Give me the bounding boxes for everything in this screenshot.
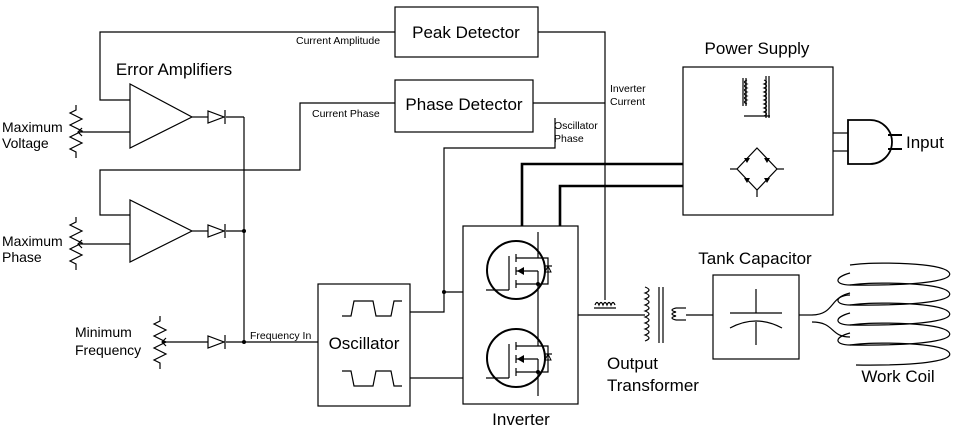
oscillator-label: Oscillator <box>329 334 400 353</box>
tank-capacitor-label: Tank Capacitor <box>698 249 812 268</box>
error-amplifier-phase <box>129 199 194 263</box>
phase-detector-label: Phase Detector <box>405 95 523 114</box>
work-coil-label: Work Coil <box>861 367 934 386</box>
diode-2-icon <box>207 224 226 238</box>
mosfet-low-side-icon <box>486 315 552 396</box>
oscillator-phase-label-line2: Phase <box>554 133 584 145</box>
capacitor-icon <box>729 289 783 345</box>
inverter-current-label-line2: Current <box>610 96 645 108</box>
max-voltage-label-line1: Maximum <box>2 119 63 135</box>
max-voltage-potentiometer-icon <box>68 105 84 158</box>
min-frequency-potentiometer-icon <box>152 316 170 369</box>
mosfet-high-side-icon <box>486 232 552 315</box>
error-amplifiers-label: Error Amplifiers <box>116 60 232 79</box>
power-rails <box>520 162 683 226</box>
diode-3-icon <box>207 335 226 349</box>
min-frequency-label-line1: Minimum <box>75 324 132 340</box>
input-label: Input <box>906 133 944 152</box>
max-voltage-label-line2: Voltage <box>2 135 49 151</box>
power-supply-box <box>682 66 834 216</box>
signal-wires <box>84 31 812 379</box>
inverter-label: Inverter <box>492 410 550 429</box>
peak-detector-box <box>394 6 539 58</box>
diode-1-icon <box>207 110 226 124</box>
peak-detector-label: Peak Detector <box>412 23 520 42</box>
frequency-in-label: Frequency In <box>250 330 311 342</box>
phase-detector-box <box>394 79 534 133</box>
power-supply-label: Power Supply <box>705 39 810 58</box>
power-plug-icon <box>833 119 902 165</box>
current-phase-label: Current Phase <box>312 108 380 120</box>
max-phase-potentiometer-icon <box>68 217 84 270</box>
inverted-square-wave-icon <box>342 370 402 387</box>
current-sense-coil-icon <box>594 301 616 309</box>
output-transformer-label-line1: Output <box>607 354 658 373</box>
square-wave-icon <box>342 300 402 317</box>
supply-transformer-icon <box>742 76 770 118</box>
tank-capacitor-box <box>712 274 800 360</box>
output-transformer-icon <box>643 286 686 343</box>
max-phase-label-line1: Maximum <box>2 233 63 249</box>
work-coil-icon <box>811 262 951 366</box>
inverter-current-label-line1: Inverter <box>610 83 646 95</box>
error-amplifier-voltage <box>129 83 194 149</box>
oscillator-phase-label-line1: Oscillator <box>554 120 598 132</box>
min-frequency-label-line2: Frequency <box>75 342 141 358</box>
current-amplitude-label: Current Amplitude <box>296 35 380 47</box>
max-phase-label-line2: Phase <box>2 249 42 265</box>
output-transformer-label-line2: Transformer <box>607 376 699 395</box>
bridge-rectifier-icon <box>730 147 784 197</box>
